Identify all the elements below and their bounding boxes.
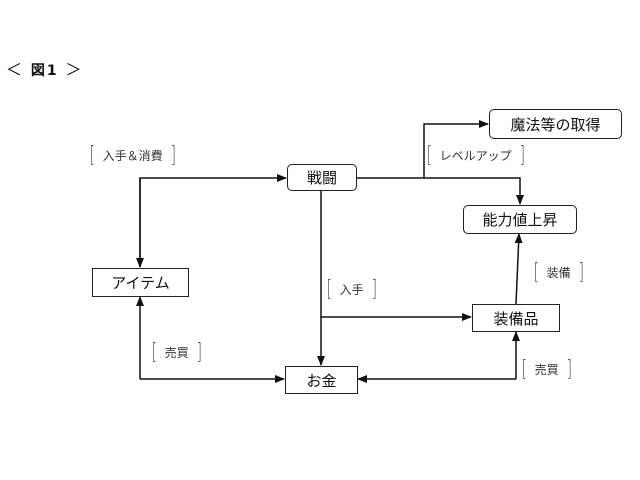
- figure-title: ＜ 図1 ＞: [6, 56, 84, 80]
- node-magic-acquisition: 魔法等の取得: [489, 109, 622, 139]
- node-battle: 戦闘: [287, 164, 357, 191]
- label-text: 売買: [164, 346, 189, 360]
- title-close-bracket: ＞: [65, 60, 84, 79]
- bracket-close: ]: [519, 143, 525, 168]
- bracket-open: [: [426, 143, 432, 168]
- edge-equipment-stats: [514, 233, 523, 305]
- bracket-open: [: [151, 340, 157, 365]
- edge-battle-magic: [357, 120, 489, 179]
- node-money: お金: [285, 366, 358, 394]
- bracket-close: ]: [196, 340, 202, 365]
- bracket-close: ]: [578, 260, 584, 285]
- label-text: 入手: [339, 283, 364, 297]
- title-open-bracket: ＜: [6, 60, 25, 79]
- bracket-close: ]: [371, 277, 377, 302]
- node-stat-increase: 能力値上昇: [463, 205, 577, 234]
- bracket-open: [: [89, 143, 95, 168]
- bracket-close: ]: [170, 143, 176, 168]
- label-text: 入手＆消費: [102, 149, 163, 163]
- label-trade-item: [ 売買 ]: [150, 340, 203, 365]
- edge-battle-stats: [424, 177, 524, 205]
- node-equipment: 装備品: [472, 304, 560, 332]
- title-text: 図1: [30, 63, 59, 79]
- label-acquire: [ 入手 ]: [325, 277, 378, 302]
- label-text: レベルアップ: [439, 149, 512, 163]
- bracket-open: [: [521, 357, 527, 382]
- label-equip: [ 装備 ]: [532, 260, 585, 285]
- label-trade-equipment: [ 売買 ]: [520, 357, 573, 382]
- bracket-open: [: [326, 277, 332, 302]
- edge-item-battle: [139, 174, 287, 267]
- node-item: アイテム: [92, 268, 189, 297]
- label-text: 売買: [534, 363, 559, 377]
- label-acquire-consume: [ 入手＆消費 ]: [88, 143, 177, 168]
- bracket-close: ]: [566, 357, 572, 382]
- label-text: 装備: [546, 266, 571, 280]
- label-level-up: [ レベルアップ ]: [425, 143, 526, 168]
- bracket-open: [: [533, 260, 539, 285]
